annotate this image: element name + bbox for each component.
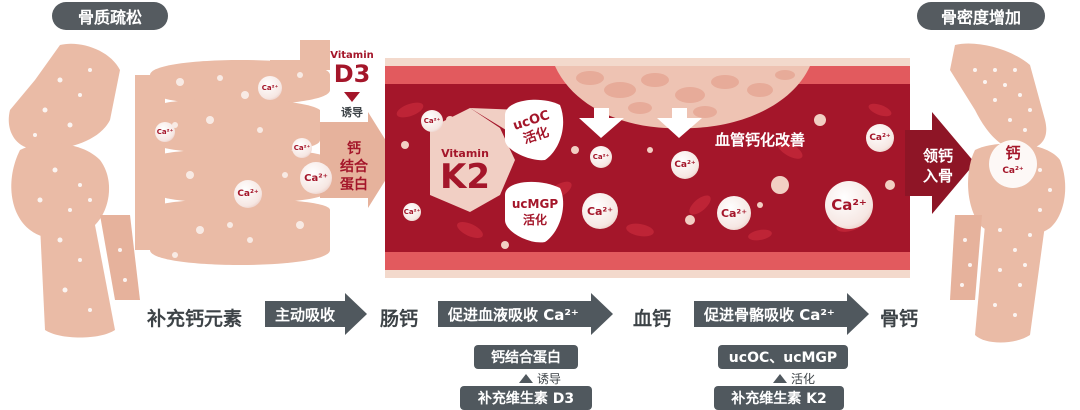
flow-arrow-active-absorption: 主动吸收 — [265, 293, 368, 335]
calcium-ion: Ca²⁺ — [825, 181, 873, 229]
protein-arrow-shape — [320, 112, 398, 208]
left-knee-bone — [8, 43, 140, 338]
bone-density-badge: 骨密度增加 — [917, 2, 1045, 30]
intestine — [135, 40, 330, 265]
flow-step-supplement-calcium: 补充钙元素 — [147, 308, 243, 330]
right-knee-bone — [950, 43, 1066, 343]
vitamin-d3-big: D3 — [333, 60, 371, 88]
calcium-ion: Ca²⁺ — [300, 162, 332, 194]
enter-bone-label: 领钙入骨 — [922, 147, 953, 185]
flow-arrow-label: 促进血液吸收 Ca²⁺ — [438, 301, 591, 327]
calcium-ion: Ca²⁺ — [421, 110, 443, 132]
flow-step-blood-calcium: 血钙 — [633, 308, 672, 330]
enter-bone-arrow-shape — [905, 112, 975, 214]
calcium-ion: Ca²⁺ — [258, 76, 282, 100]
calcium-ion: Ca²⁺ — [403, 203, 421, 221]
vessel-improve-label: 血管钙化改善 — [714, 131, 805, 149]
arrow-head-icon — [345, 293, 368, 335]
flow-arrow-bone-absorption: 促进骨骼吸收 Ca²⁺ — [694, 293, 869, 335]
vitamin-k2-small: Vitamin — [441, 147, 489, 160]
calcium-binding-protein-label: 钙 结合 蛋白 — [340, 141, 368, 193]
ucoc-ucmgp-box: ucOC、ucMGP — [718, 345, 848, 369]
d3-induce-label: 诱导 — [341, 106, 363, 119]
calcium-ion: Ca²⁺ — [292, 138, 312, 158]
calcium-ion: Ca²⁺ — [866, 124, 894, 152]
calcium-ion: Ca²⁺ — [155, 122, 175, 142]
calcium-ion: Ca²⁺ — [671, 151, 699, 179]
vitamin-k2-big: K2 — [439, 157, 490, 197]
calcium-ion: Ca²⁺ — [234, 180, 262, 208]
induce-note: 诱导 — [519, 370, 561, 387]
flow-step-bone-calcium: 骨钙 — [880, 308, 919, 330]
calcium-ion: Ca²⁺ — [717, 196, 751, 230]
calcium-ion: Ca²⁺ — [582, 193, 618, 229]
up-arrow-icon — [773, 374, 787, 383]
vitamin-d3-small: Vitamin — [330, 50, 374, 61]
flow-arrow-label: 促进骨骼吸收 Ca²⁺ — [694, 301, 847, 327]
d3-down-arrow — [344, 92, 360, 102]
flow-arrow-label: 主动吸收 — [265, 301, 346, 327]
osteoporosis-badge: 骨质疏松 — [52, 2, 168, 30]
calcium-ion: Ca²⁺ — [590, 146, 612, 168]
up-arrow-icon — [519, 374, 533, 383]
flow-step-intestinal-calcium: 肠钙 — [380, 308, 419, 330]
supplement-k2-box: 补充维生素 K2 — [714, 386, 844, 410]
calcium-binding-protein-box: 钙结合蛋白 — [474, 345, 578, 369]
supplement-d3-box: 补充维生素 D3 — [460, 386, 592, 410]
flow-arrow-blood-absorption: 促进血液吸收 Ca²⁺ — [438, 293, 613, 335]
arrow-head-icon — [846, 293, 869, 335]
blood-vessel — [385, 58, 910, 278]
arrow-head-icon — [590, 293, 613, 335]
activation-note: 活化 — [773, 370, 815, 387]
